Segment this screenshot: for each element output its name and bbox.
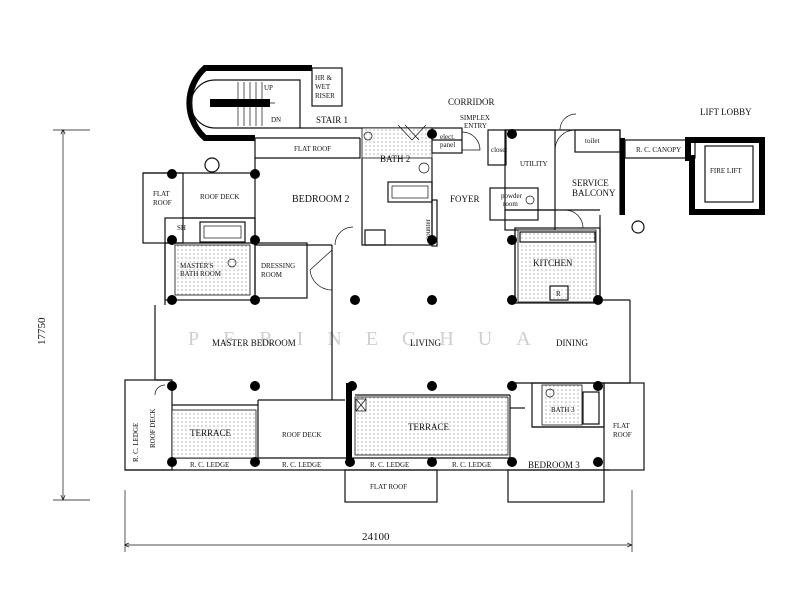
- sh-label: SH: [177, 224, 186, 232]
- utility-block: [504, 113, 621, 229]
- toilet-label: toilet: [585, 137, 599, 145]
- canopy-and-lift: [620, 137, 765, 234]
- columns: [167, 129, 603, 467]
- rc-canopy-label: R. C. CANOPY: [636, 146, 681, 154]
- stair-1: [186, 65, 360, 141]
- pipe-ring: [204, 157, 220, 173]
- width-dimension: 24100: [362, 531, 390, 543]
- master-bath-label-2: BATH ROOM: [180, 270, 222, 278]
- flat-roof-left-label-1: FLAT: [153, 190, 170, 198]
- master-bedroom-label: MASTER BEDROOM: [212, 338, 296, 348]
- roof-deck-mid-label: ROOF DECK: [282, 431, 321, 439]
- flat-roof-left-label-2: ROOF: [153, 199, 172, 207]
- roof-deck-vertical-label: ROOF DECK: [149, 409, 157, 448]
- watermark: PERINECHUA: [188, 328, 555, 350]
- dining-label: DINING: [556, 338, 588, 348]
- kitchen: [514, 227, 601, 304]
- height-dimension: 17750: [36, 317, 48, 345]
- powder-room: [489, 187, 556, 231]
- bath-3: [531, 382, 605, 428]
- utility-label: UTILITY: [520, 160, 548, 168]
- kitchen-label: KITCHEN: [533, 258, 573, 268]
- fridge-label: R: [556, 290, 561, 298]
- lift-lobby-label: LIFT LOBBY: [700, 107, 752, 117]
- service-balcony-label-1: SERVICE: [572, 178, 609, 188]
- flat-roof-top-label: FLAT ROOF: [294, 145, 331, 153]
- bottom-structure: [154, 379, 630, 463]
- simplex-entry-label-1: SIMPLEX: [460, 114, 490, 122]
- powder-room-label-2: room: [503, 200, 518, 208]
- fire-lift-label: FIRE LIFT: [710, 167, 742, 175]
- dimension-lines: [53, 130, 632, 552]
- foyer-label: FOYER: [450, 194, 480, 204]
- powder-room-label-1: powder: [501, 192, 523, 200]
- elect-panel-label-2: panel: [440, 141, 455, 149]
- living-label: LIVING: [410, 338, 441, 348]
- closet-label: closet: [491, 146, 507, 154]
- roof-deck-top-label: ROOF DECK: [200, 193, 239, 201]
- simplex-entry-label-2: ENTRY: [464, 122, 487, 130]
- master-bath-label-1: MASTER'S: [180, 262, 214, 270]
- terrace-mid-label: TERRACE: [408, 422, 450, 432]
- flat-roof-right-label-1: FLAT: [613, 422, 630, 430]
- bath-2: [361, 127, 433, 246]
- bath-2-label: BATH 2: [380, 154, 410, 164]
- dressing-room-label-1: DRESSING: [261, 262, 295, 270]
- bath-3-label: BATH 3: [551, 406, 575, 414]
- bedroom-3-label: BEDROOM 3: [528, 460, 580, 470]
- living-doors: [309, 245, 333, 400]
- riser-label-3: RISER: [315, 92, 335, 100]
- stair-dn-label: DN: [271, 116, 281, 124]
- dressing-room-label-2: ROOM: [261, 271, 283, 279]
- stair-up-label: UP: [264, 84, 273, 92]
- stair-1-label: STAIR 1: [316, 115, 348, 125]
- terrace-left-label: TERRACE: [190, 428, 232, 438]
- rc-ledge-label-2: R. C. LEDGE: [282, 461, 321, 469]
- counter-label: counter: [424, 218, 432, 240]
- service-balcony-label-2: BALCONY: [572, 188, 616, 198]
- rc-ledge-label-3: R. C. LEDGE: [370, 461, 409, 469]
- flat-roof-bottom-label: FLAT ROOF: [370, 483, 407, 491]
- corridor-label: CORRIDOR: [448, 97, 495, 107]
- riser-label-1: HR &: [315, 74, 332, 82]
- rc-ledge-vertical-label: R. C. LEDGE: [132, 423, 140, 462]
- bedroom-2-label: BEDROOM 2: [292, 194, 350, 205]
- elect-panel-label-1: elect.: [440, 133, 455, 141]
- riser-label-2: WET: [315, 83, 331, 91]
- rc-ledge-label-4: R. C. LEDGE: [452, 461, 491, 469]
- rc-ledge-label-1: R. C. LEDGE: [190, 461, 229, 469]
- flat-roof-right-label-2: ROOF: [613, 431, 632, 439]
- master-bath: [164, 217, 308, 301]
- entry-area: [397, 124, 507, 247]
